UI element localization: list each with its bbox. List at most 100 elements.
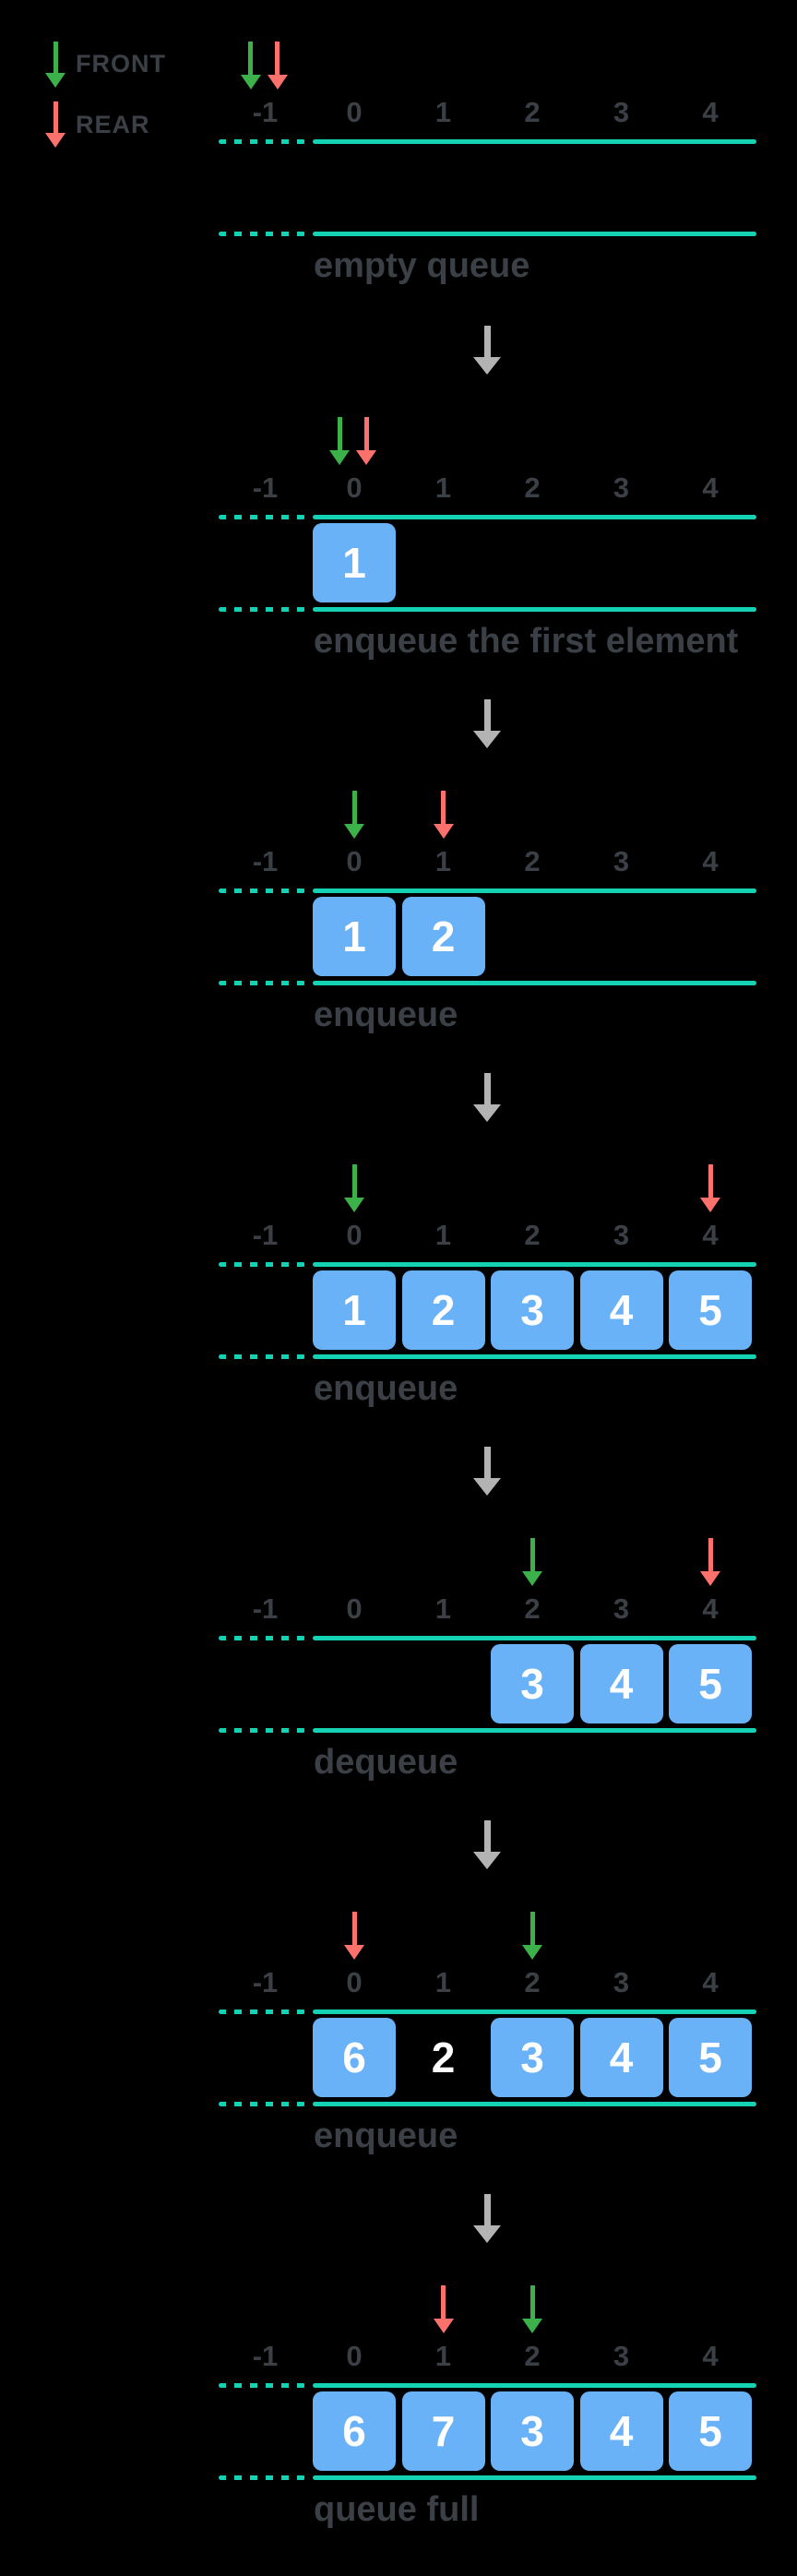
rear-pointer-arrow-icon bbox=[700, 1164, 720, 1212]
transition-arrow-icon bbox=[473, 2194, 501, 2243]
arrow-head bbox=[344, 1945, 364, 1960]
arrow-head bbox=[522, 2319, 542, 2333]
track-top-dashed-segment bbox=[219, 2383, 305, 2388]
arrow-shaft bbox=[483, 1820, 491, 1852]
track-bottom-dashed-segment bbox=[219, 1728, 305, 1733]
index-label: 1 bbox=[434, 1966, 452, 1998]
index-label: 1 bbox=[434, 1592, 452, 1625]
arrow-shaft bbox=[529, 1912, 535, 1945]
index-label: 1 bbox=[434, 471, 452, 504]
panel-caption: enqueue bbox=[314, 1369, 458, 1408]
front-pointer-arrow-icon bbox=[344, 791, 364, 839]
queue-cell: 3 bbox=[491, 1644, 574, 1723]
transition-arrow-icon bbox=[473, 326, 501, 375]
queue-cell: 1 bbox=[313, 897, 396, 976]
index-label: 0 bbox=[346, 845, 363, 877]
arrow-shaft bbox=[529, 1538, 535, 1571]
arrow-head bbox=[700, 1571, 720, 1586]
queue-cell: 1 bbox=[313, 1270, 396, 1350]
arrow-head bbox=[356, 450, 376, 465]
transition-arrow-icon bbox=[473, 1447, 501, 1496]
arrow-shaft bbox=[275, 42, 280, 75]
index-label: 0 bbox=[346, 471, 363, 504]
queue-cell: 2 bbox=[401, 1270, 485, 1350]
index-label: 3 bbox=[613, 845, 630, 877]
arrow-shaft bbox=[53, 42, 58, 73]
arrow-shaft bbox=[337, 417, 342, 450]
index-label: -1 bbox=[252, 2340, 279, 2372]
index-label: 0 bbox=[346, 1966, 363, 1998]
index-label: 4 bbox=[702, 471, 719, 504]
panel-caption: enqueue the first element bbox=[314, 622, 739, 661]
index-label: -1 bbox=[252, 845, 279, 877]
index-label: -1 bbox=[252, 96, 279, 128]
queue-cell: 4 bbox=[579, 2391, 663, 2471]
queue-cell: 4 bbox=[579, 2018, 663, 2097]
front-pointer-arrow-icon bbox=[344, 1164, 364, 1212]
arrow-head bbox=[473, 731, 501, 748]
queue-cell: 3 bbox=[491, 2018, 574, 2097]
track-top-dashed-segment bbox=[219, 1636, 305, 1640]
track-bottom-dashed-segment bbox=[219, 607, 305, 612]
index-label: 0 bbox=[346, 1592, 363, 1625]
queue-cell: 5 bbox=[669, 2018, 752, 2097]
track-top-line bbox=[313, 1636, 756, 1640]
arrow-shaft bbox=[363, 417, 369, 450]
track-top-dashed-segment bbox=[219, 888, 305, 893]
index-label: 1 bbox=[434, 2340, 452, 2372]
index-label: 0 bbox=[346, 1219, 363, 1251]
arrow-head bbox=[473, 2225, 501, 2243]
index-label: 4 bbox=[702, 1592, 719, 1625]
track-bottom-line bbox=[313, 607, 756, 612]
arrow-head bbox=[473, 1852, 501, 1869]
queue-cell: 4 bbox=[579, 1270, 663, 1350]
arrow-head bbox=[329, 450, 350, 465]
track-bottom-dashed-segment bbox=[219, 2475, 305, 2480]
index-label: 4 bbox=[702, 2340, 719, 2372]
index-label: 2 bbox=[524, 96, 541, 128]
transition-arrow-icon bbox=[473, 1073, 501, 1122]
index-label: 3 bbox=[613, 1592, 630, 1625]
arrow-shaft bbox=[441, 791, 446, 824]
arrow-shaft bbox=[483, 1073, 491, 1104]
index-label: 3 bbox=[613, 1966, 630, 1998]
arrow-head bbox=[344, 824, 364, 839]
index-label: 2 bbox=[524, 1966, 541, 1998]
arrow-shaft bbox=[351, 1164, 357, 1198]
track-top-line bbox=[313, 515, 756, 519]
index-label: 4 bbox=[702, 845, 719, 877]
front-pointer-arrow-icon bbox=[522, 1538, 542, 1586]
arrow-shaft bbox=[708, 1164, 713, 1198]
legend-rear-label: REAR bbox=[76, 111, 150, 138]
arrow-head bbox=[240, 75, 261, 89]
arrow-head bbox=[473, 1478, 501, 1496]
panel-caption: queue full bbox=[314, 2490, 480, 2529]
queue-cell: 7 bbox=[401, 2391, 485, 2471]
arrow-shaft bbox=[248, 42, 253, 75]
index-label: 4 bbox=[702, 1966, 719, 1998]
index-label: 2 bbox=[524, 1592, 541, 1625]
track-bottom-dashed-segment bbox=[219, 2102, 305, 2106]
track-bottom-line bbox=[313, 232, 756, 236]
track-bottom-line bbox=[313, 2102, 756, 2106]
front-legend-arrow-icon bbox=[45, 42, 65, 88]
index-label: 1 bbox=[434, 96, 452, 128]
front-pointer-arrow-icon bbox=[522, 2285, 542, 2333]
index-label: 2 bbox=[524, 1219, 541, 1251]
arrow-shaft bbox=[483, 1447, 491, 1478]
track-bottom-line bbox=[313, 1728, 756, 1733]
arrow-shaft bbox=[529, 2285, 535, 2319]
queue-cell: 6 bbox=[313, 2391, 396, 2471]
track-bottom-dashed-segment bbox=[219, 1354, 305, 1359]
arrow-head bbox=[45, 73, 65, 88]
index-label: -1 bbox=[252, 1592, 279, 1625]
arrow-head bbox=[700, 1198, 720, 1212]
queue-cell: 3 bbox=[491, 2391, 574, 2471]
track-top-line bbox=[313, 139, 756, 144]
track-top-line bbox=[313, 888, 756, 893]
index-label: 3 bbox=[613, 1219, 630, 1251]
arrow-shaft bbox=[483, 2194, 491, 2225]
front-pointer-arrow-icon bbox=[522, 1912, 542, 1960]
queue-cell: 1 bbox=[313, 523, 396, 602]
